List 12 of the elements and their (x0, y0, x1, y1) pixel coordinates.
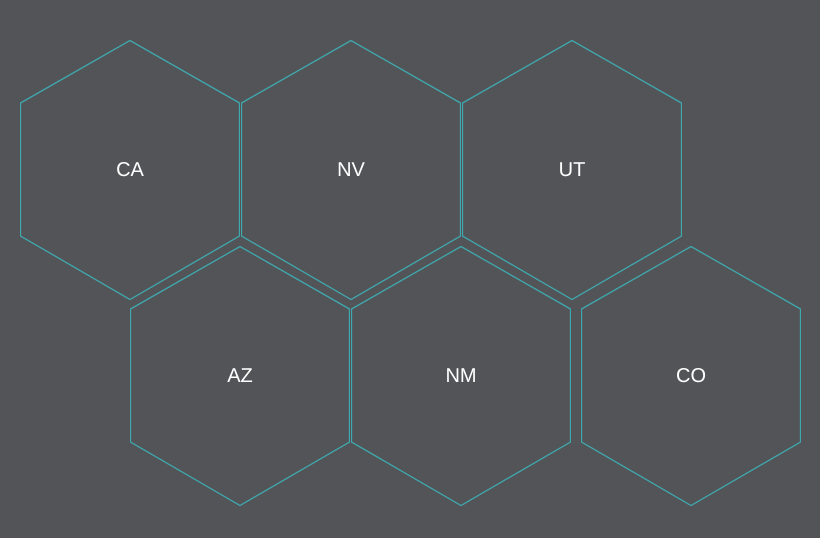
state-label: NM (445, 366, 477, 386)
hexagon (351, 246, 571, 506)
hexagon (20, 40, 240, 300)
state-label: UT (558, 160, 586, 180)
state-label: CA (116, 160, 144, 180)
state-label: CO (676, 366, 706, 386)
hexagon (241, 40, 461, 300)
state-label: NV (337, 160, 365, 180)
hexagon (581, 246, 801, 506)
state-label: AZ (227, 366, 253, 386)
hexagon (130, 246, 350, 506)
hexagon (462, 40, 682, 300)
